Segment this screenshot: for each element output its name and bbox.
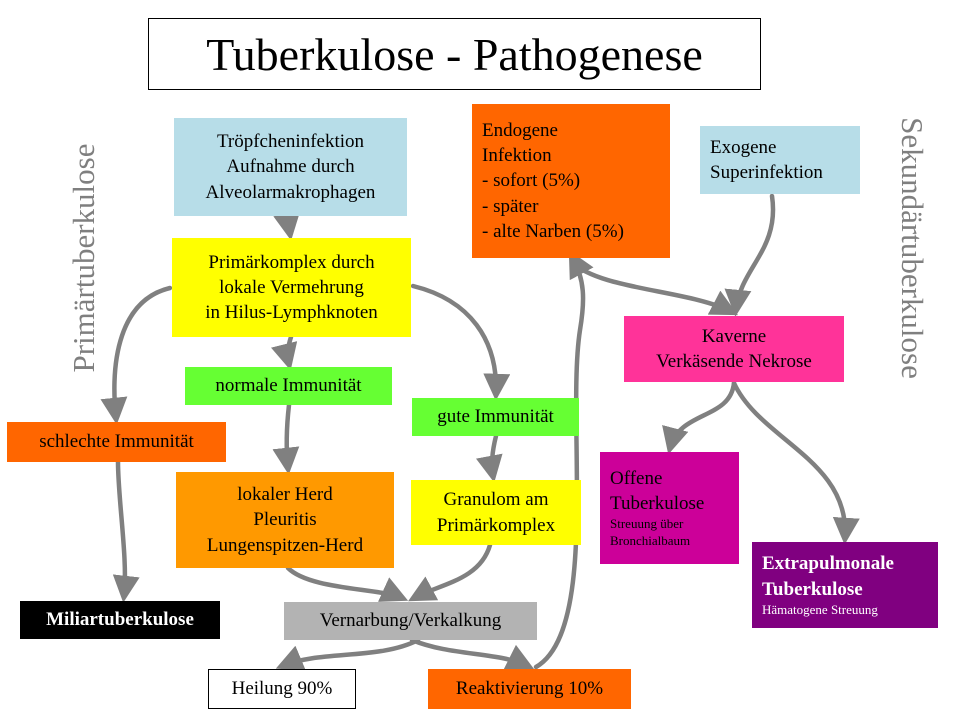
label-primaertuberkulose: Primärtuberkulose [66, 143, 101, 373]
arrow-primaerkomplex-to-gute [410, 283, 511, 401]
node-line: - alte Narben (5%) [482, 220, 624, 242]
arrow-kaverne-to-extrapulmonal [731, 380, 860, 545]
node-line: Endogene [482, 120, 558, 142]
arrow-primaerkomplex-to-schlechte [100, 285, 173, 425]
arrow-endogen-to-kaverne [569, 259, 738, 316]
node-line: Hämatogene Streuung [762, 601, 878, 617]
label-sekundaertuberkulose: Sekundärtuberkulose [895, 117, 930, 379]
node-line: Primärkomplex [436, 514, 556, 536]
node-line: - sofort (5%) [482, 170, 581, 192]
node-kaverne: Kaverne Verkäsende Nekrose [624, 316, 844, 382]
arrow-vernarbung-to-reaktivierung [409, 637, 535, 670]
node-line: Offene [610, 468, 663, 490]
arrow-exogen-to-kaverne [724, 193, 776, 317]
node-line: Kaverne [701, 325, 767, 347]
node-line: in Hilus-Lymphknoten [205, 302, 378, 324]
node-line: Reaktivierung 10% [455, 678, 604, 700]
arrow-primaerkomplex-to-normale [270, 334, 298, 371]
node-line: Aufnahme durch [226, 156, 355, 178]
node-line: Superinfektion [710, 162, 823, 183]
node-line: Lungenspitzen-Herd [206, 534, 364, 556]
node-line: normale Immunität [215, 375, 362, 397]
arrow-reaktivierung-to-endogen [533, 250, 594, 670]
node-line: lokale Vermehrung [219, 276, 364, 298]
node-lokaler-herd: lokaler Herd Pleuritis Lungenspitzen-Her… [176, 472, 394, 568]
page-title: Tuberkulose - Pathogenese [148, 18, 761, 90]
node-schlechte-immunitaet: schlechte Immunität [7, 422, 226, 462]
node-offene-tuberkulose: Offene Tuberkulose Streuung über Bronchi… [600, 452, 739, 564]
node-primaerkomplex: Primärkomplex durch lokale Vermehrung in… [172, 238, 411, 337]
node-line: Exogene [710, 136, 777, 158]
node-line: Pleuritis [253, 509, 317, 531]
arrow-lokaler-herd-to-vernarbung [285, 565, 409, 602]
node-heilung: Heilung 90% [208, 669, 356, 709]
node-line: Primärkomplex durch [208, 251, 375, 273]
node-line: gute Immunität [437, 406, 554, 428]
node-line: Heilung 90% [231, 678, 333, 700]
arrow-troepfchen-to-primaerkomplex [273, 211, 300, 241]
node-endogene-infektion: Endogene Infektion - sofort (5%) - späte… [472, 104, 670, 258]
node-line: Verkäsende Nekrose [656, 351, 812, 372]
node-granulom: Granulom am Primärkomplex [411, 480, 581, 545]
node-line: Streuung über [610, 516, 684, 532]
node-reaktivierung: Reaktivierung 10% [428, 669, 631, 709]
node-extrapulmonale-tuberkulose: Extrapulmonale Tuberkulose Hämatogene St… [752, 542, 938, 628]
node-exogene-superinfektion: Exogene Superinfektion [700, 126, 860, 194]
arrow-normale-to-lokaler-herd [272, 402, 300, 475]
arrow-granulom-to-vernarbung [408, 542, 493, 602]
arrow-gute-to-granulom [476, 433, 503, 483]
node-line: Extrapulmonale [762, 553, 894, 575]
arrow-vernarbung-to-heilung [275, 637, 421, 671]
node-gute-immunitaet: gute Immunität [412, 398, 579, 436]
node-line: Tuberkulose [610, 493, 705, 515]
arrow-kaverne-to-offene [662, 380, 737, 455]
node-normale-immunitaet: normale Immunität [185, 367, 392, 405]
node-line: - später [482, 195, 539, 217]
node-line: Infektion [482, 145, 552, 167]
node-troepfcheninfektion: Tröpfcheninfektion Aufnahme durch Alveol… [174, 118, 407, 216]
node-line: lokaler Herd [237, 484, 333, 506]
node-line: schlechte Immunität [39, 431, 194, 453]
node-line: Granulom am [443, 489, 549, 511]
node-line: Alveolarmakrophagen [205, 181, 376, 203]
arrow-schlechte-to-miliar [112, 459, 140, 603]
node-line: Tuberkulose [762, 578, 863, 600]
node-line: Tröpfcheninfektion [216, 131, 365, 153]
node-line: Bronchialbaum [610, 533, 691, 549]
node-line: Miliartuberkulose [46, 609, 194, 631]
node-vernarbung: Vernarbung/Verkalkung [284, 602, 537, 640]
node-miliartuberkulose: Miliartuberkulose [20, 601, 220, 639]
node-line: Vernarbung/Verkalkung [319, 610, 502, 632]
